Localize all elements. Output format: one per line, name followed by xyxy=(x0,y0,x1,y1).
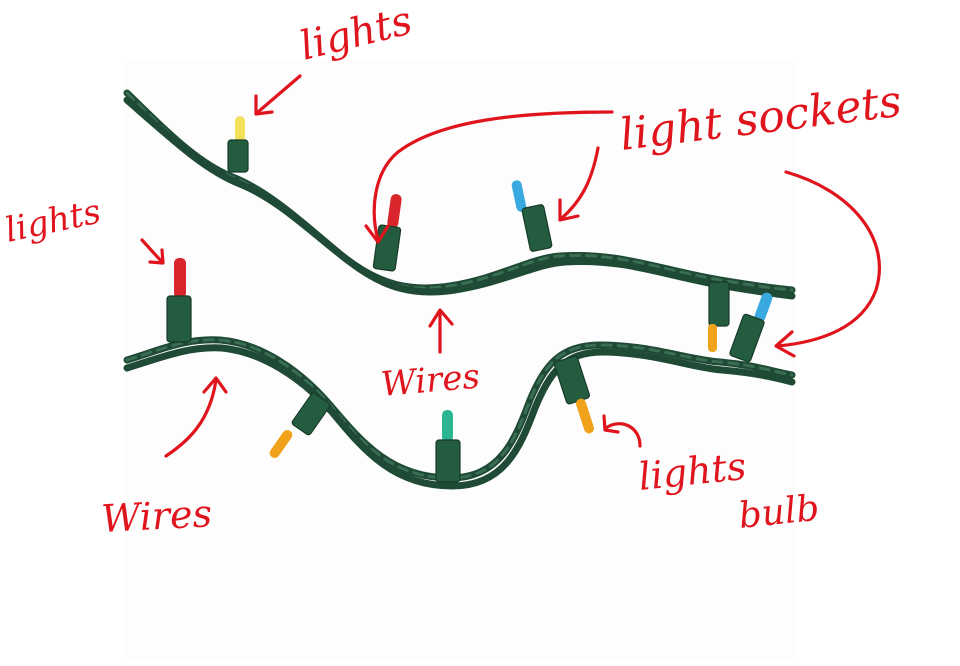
arrow-sockets-red xyxy=(364,110,614,244)
arrow-lights-bulb xyxy=(602,414,642,448)
label-lights-left: lights xyxy=(2,192,105,251)
arrow-wires-center xyxy=(428,308,454,354)
label-lights-bulb-line2: bulb xyxy=(737,488,822,537)
upper-wire-strand xyxy=(123,89,796,300)
arrow-lights-left xyxy=(140,238,165,265)
label-wires-center: Wires xyxy=(379,356,481,404)
bulb-green-lower xyxy=(435,410,461,483)
lower-wire-strand xyxy=(123,336,796,490)
bulb-blue-right xyxy=(729,292,773,363)
label-lights-top: lights xyxy=(295,0,416,70)
bulb-red-left xyxy=(166,258,192,343)
label-wires-bottom: Wires xyxy=(100,491,213,541)
arrow-lights-top xyxy=(254,74,302,116)
bulb-orange-lower-right xyxy=(553,355,595,434)
bulb-orange-right xyxy=(708,281,730,352)
arrow-sockets-blue xyxy=(558,146,600,222)
arrow-sockets-right xyxy=(774,170,882,358)
bulb-orange-lower-left xyxy=(269,392,331,459)
bulb-blue-upper xyxy=(511,180,553,252)
bulb-yellow-top xyxy=(227,116,249,173)
arrow-wires-bottom xyxy=(164,376,228,458)
